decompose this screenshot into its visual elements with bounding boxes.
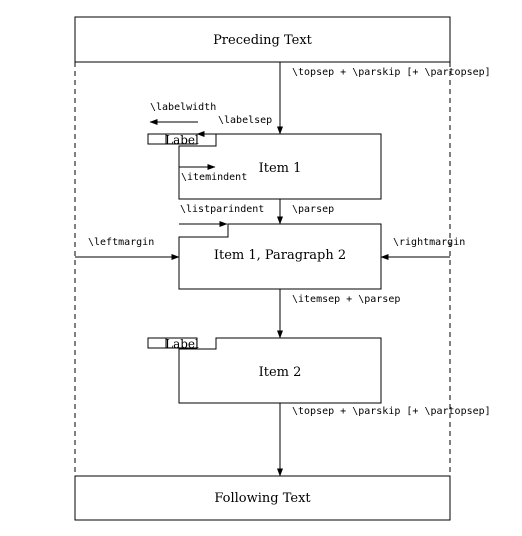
following-text-box: Following Text <box>74 475 451 521</box>
label2-box: Label <box>147 337 199 351</box>
label2-text: Label <box>165 337 199 351</box>
following-text-label: Following Text <box>214 491 311 506</box>
rightmargin-label: \rightmargin <box>393 237 465 248</box>
parsep-label: \parsep <box>292 204 334 215</box>
labelwidth-label: \labelwidth <box>150 102 216 113</box>
item1-paragraph2-box: Item 1, Paragraph 2 <box>178 223 382 290</box>
label1-box: Label <box>147 133 199 147</box>
item2-label: Item 2 <box>259 365 302 380</box>
itemindent-label: \itemindent <box>181 172 247 183</box>
labelsep-label: \labelsep <box>218 115 272 126</box>
listparindent-label: \listparindent <box>180 204 264 215</box>
label1-text: Label <box>165 133 199 147</box>
preceding-text-label: Preceding Text <box>213 33 313 48</box>
item2-box: Item 2 <box>178 337 382 404</box>
topsep-bottom-label: \topsep + \parskip [+ \partopsep] <box>292 406 491 417</box>
itemsep-label: \itemsep + \parsep <box>292 294 400 305</box>
item1-box: Item 1 <box>178 133 382 200</box>
item1-paragraph2-label: Item 1, Paragraph 2 <box>214 248 346 263</box>
leftmargin-label: \leftmargin <box>88 237 154 248</box>
preceding-text-box: Preceding Text <box>74 16 451 63</box>
topsep-top-label: \topsep + \parskip [+ \partopsep] <box>292 67 491 78</box>
item1-label: Item 1 <box>259 161 302 176</box>
